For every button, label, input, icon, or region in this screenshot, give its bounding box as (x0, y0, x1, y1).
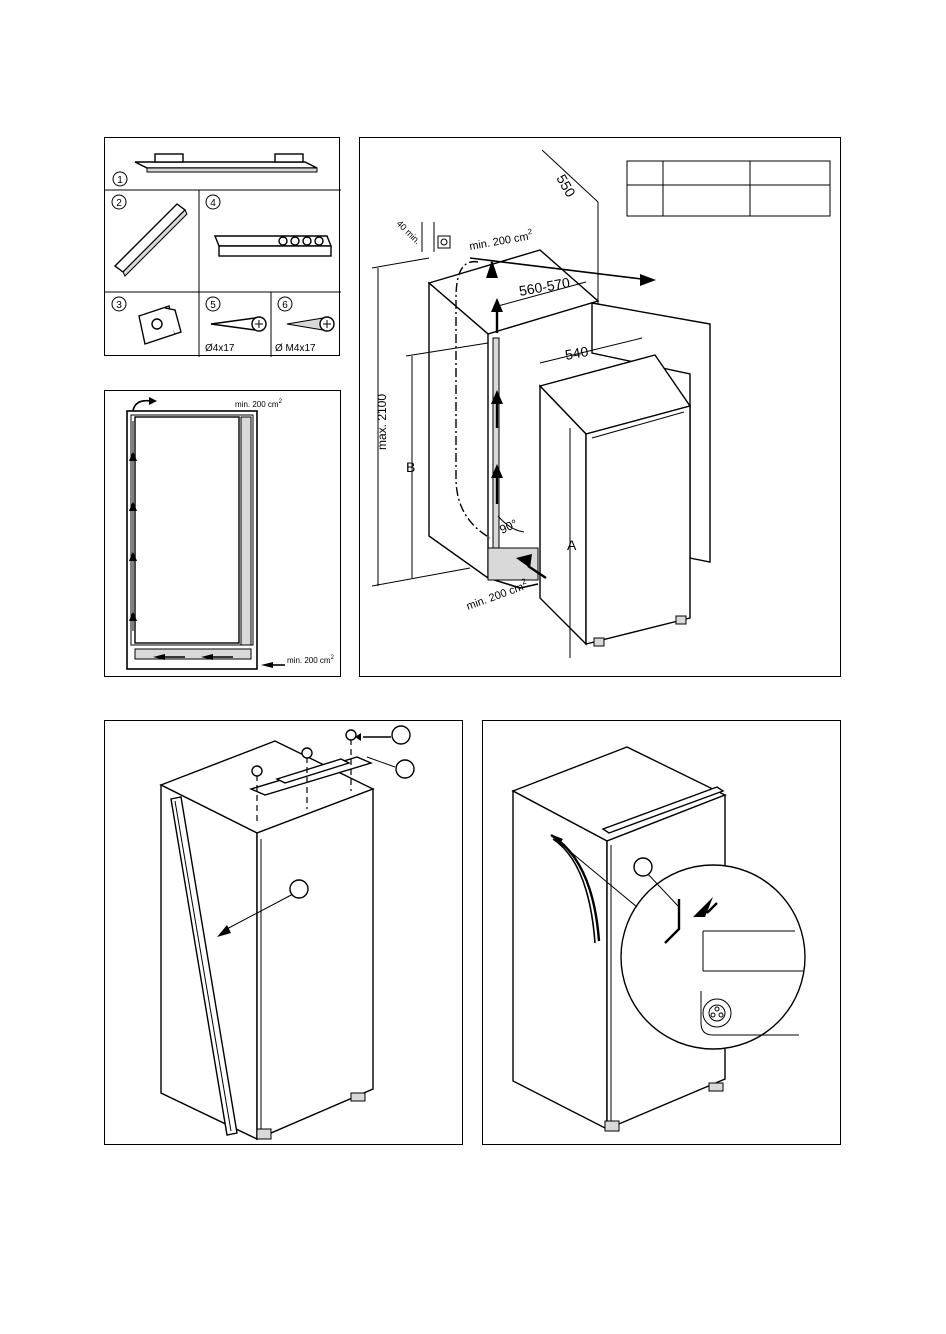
label-a: A (567, 537, 577, 553)
part-number-1: 1 (117, 175, 123, 186)
top-vent-label: min. 200 cm2 (235, 399, 283, 409)
screw-6-size: Ø M4x17 (275, 343, 316, 354)
dim-550: 550 (553, 172, 579, 200)
parts-grid: 1 2 4 3 (105, 138, 341, 357)
detail-magnifier (621, 865, 805, 1049)
dim-540: 540 (564, 343, 590, 363)
installation-diagram: max. 2100 B A 40 min. 550 min. 200 cm2 5… (360, 138, 842, 678)
installation-panel: max. 2100 B A 40 min. 550 min. 200 cm2 5… (359, 137, 841, 677)
bottom-vent-label: min. 200 cm2 (287, 655, 335, 665)
parts-panel: 1 2 4 3 (104, 137, 340, 356)
appliance (540, 355, 690, 646)
fridge-body-left (161, 741, 373, 1139)
detail-diagram (483, 721, 842, 1146)
airflow-panel: min. 200 cm2 min. 200 cm2 (104, 390, 341, 677)
part-number-2: 2 (116, 198, 122, 209)
detail-panel (482, 720, 841, 1145)
trim-strip-part (115, 204, 187, 276)
fixing-diagram (105, 721, 464, 1146)
airflow-diagram: min. 200 cm2 min. 200 cm2 (105, 391, 342, 678)
machine-screw-part (287, 317, 334, 331)
label-b: B (406, 459, 415, 475)
max-height-label: max. 2100 (375, 394, 389, 450)
bracket-part (139, 306, 181, 344)
part-number-6: 6 (282, 300, 288, 311)
min-40-label: 40 min. (395, 218, 423, 246)
dimension-table (627, 161, 830, 216)
bottom-vent-install-label: min. 200 cm2 (464, 577, 530, 613)
top-vent-install-label: min. 200 cm2 (468, 227, 535, 253)
part-number-5: 5 (210, 300, 216, 311)
cover-part (215, 236, 331, 256)
fixing-panel (104, 720, 463, 1145)
screw-5-size: Ø4x17 (205, 343, 235, 354)
wood-screw-part (211, 317, 266, 331)
top-rail-part (135, 154, 317, 172)
part-number-3: 3 (116, 300, 122, 311)
part-number-4: 4 (210, 198, 216, 209)
